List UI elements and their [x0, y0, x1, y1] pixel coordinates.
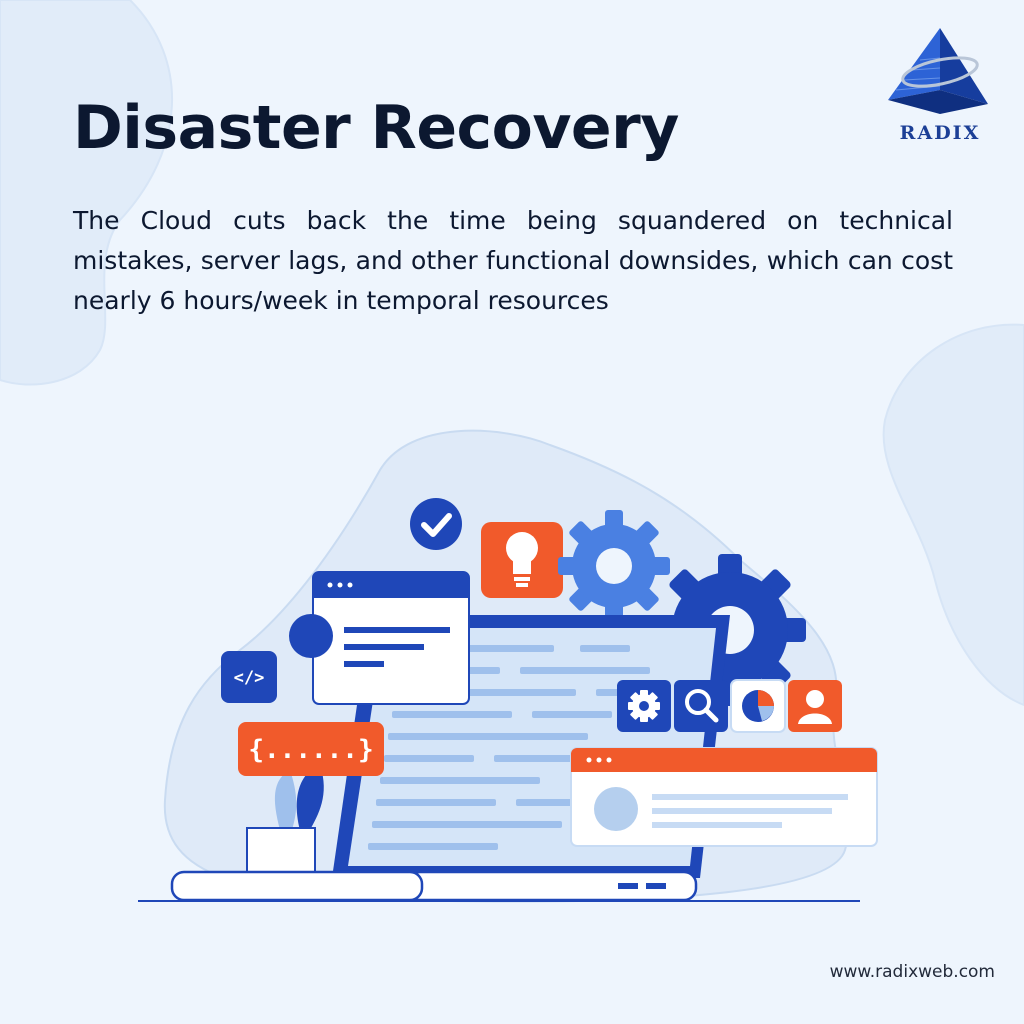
browser-window	[289, 571, 470, 705]
avatar	[594, 787, 638, 831]
user-icon	[798, 690, 832, 724]
description-paragraph: The Cloud cuts back the time being squan…	[73, 206, 953, 315]
code-tag-label: </>	[234, 668, 265, 688]
settings-tile	[617, 680, 671, 732]
laptop-base	[406, 870, 698, 902]
search-tile	[674, 680, 728, 732]
radix-logo[interactable]: RADIX	[880, 22, 1000, 152]
browser-window	[570, 747, 878, 847]
brace-tag-label: {......}	[248, 735, 373, 765]
website-url[interactable]: www.radixweb.com	[829, 962, 995, 982]
code-tag-icon: </>	[221, 651, 277, 703]
check-badge-icon	[410, 498, 462, 550]
search-icon	[685, 689, 719, 723]
lightbulb-icon	[481, 522, 563, 598]
plant-pot	[138, 765, 860, 902]
page-title: Disaster Recovery	[73, 93, 679, 163]
gear-icon	[558, 510, 670, 622]
gear-icon	[628, 690, 660, 722]
brace-tag: {......}	[238, 722, 384, 776]
pie-chart-tile	[730, 679, 786, 733]
user-tile	[788, 680, 842, 732]
pyramid-logo-icon	[888, 28, 988, 114]
brand-name: RADIX	[899, 122, 981, 144]
pie-chart-icon	[742, 690, 774, 722]
avatar	[289, 614, 333, 658]
